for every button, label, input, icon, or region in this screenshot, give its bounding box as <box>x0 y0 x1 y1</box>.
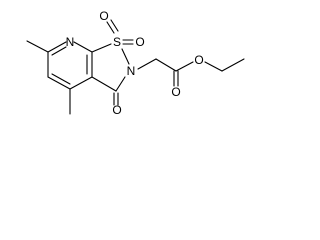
bond-n7-c6 <box>47 41 67 53</box>
atom-nitrogen-sultam: N <box>127 64 136 78</box>
bond-ch2-cester <box>155 58 177 72</box>
atom-sulfur: S <box>113 35 121 49</box>
atom-oxygen-sulfonyl-left: O <box>99 9 108 23</box>
bond-c5-c4 <box>47 76 71 90</box>
bond-s1-n2 <box>121 48 130 65</box>
bond-oether-ch2 <box>204 61 223 72</box>
bond-c7a-n7 <box>73 41 93 53</box>
chemical-structure-diagram: N S O O N O O O <box>26 9 245 117</box>
bond-cester-oether <box>175 61 194 72</box>
bond-c7a-s1 <box>91 43 112 53</box>
atom-oxygen-sulfonyl-right: O <box>135 35 144 49</box>
bond-s1-o-left-a <box>106 21 115 34</box>
atom-nitrogen-ring: N <box>66 35 75 49</box>
atom-oxygen-ester-carbonyl: O <box>171 85 180 99</box>
bond-ch2-ch3 <box>221 58 245 72</box>
bond-s1-o-left-b <box>110 19 119 32</box>
bond-c3-c3a <box>91 76 117 92</box>
bond-n2-c3 <box>115 76 126 92</box>
bond-c6-methyl <box>26 40 49 53</box>
bond-n2-ch2 <box>137 58 157 70</box>
atom-oxygen-carbonyl-ring: O <box>112 103 121 117</box>
bond-c4-c3a <box>69 76 93 90</box>
atom-oxygen-ester-ether: O <box>194 53 203 67</box>
bond-n7-c6-inner <box>51 46 67 56</box>
bond-c5-c4-inner <box>51 73 71 85</box>
